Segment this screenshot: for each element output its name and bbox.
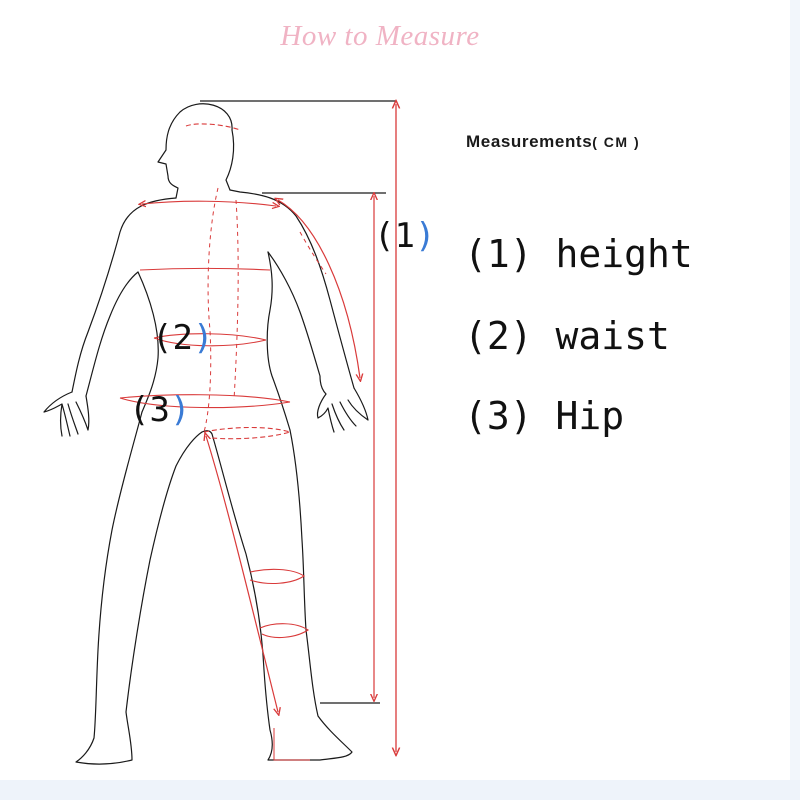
foot-bracket bbox=[273, 728, 310, 761]
body-measurement-figure bbox=[43, 0, 800, 765]
diagram-marker-hip: (3) bbox=[129, 390, 191, 430]
diagram-marker-height: (1) bbox=[374, 216, 436, 256]
legend-item-waist: (2) waist bbox=[464, 314, 670, 358]
legend-item-height: (1) height bbox=[464, 232, 693, 276]
body-outline bbox=[43, 103, 369, 765]
height-arrow bbox=[200, 101, 396, 752]
diagram-marker-waist: (2) bbox=[152, 318, 214, 358]
right-edge-strip bbox=[790, 0, 800, 780]
inner-length-arrow bbox=[262, 193, 386, 704]
legend-item-hip: (3) Hip bbox=[464, 394, 625, 438]
page-title: How to Measure bbox=[280, 20, 480, 52]
inseam-arrow bbox=[206, 436, 278, 712]
arm-length-arrow bbox=[278, 200, 360, 378]
measurements-header: Measurements( CM ) bbox=[466, 132, 641, 151]
bottom-edge-strip bbox=[0, 780, 800, 800]
